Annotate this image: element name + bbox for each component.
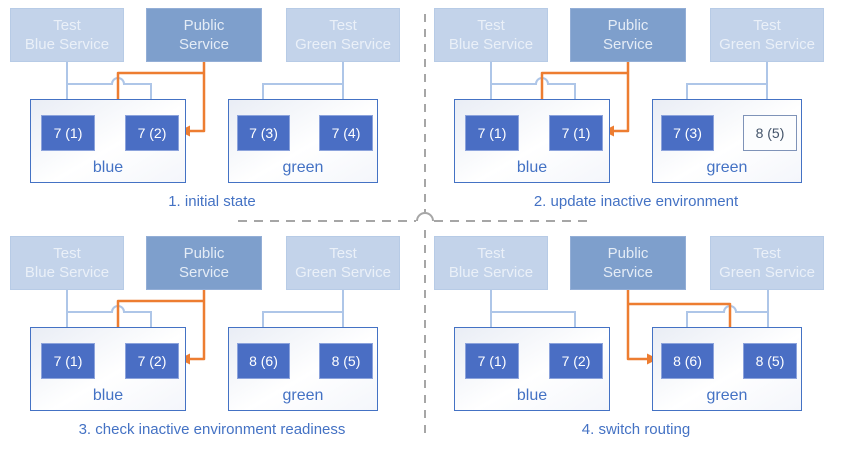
service-label: Service (602, 36, 654, 53)
environment-green: 8 (6) 8 (5) green (228, 327, 378, 411)
service-label: Public (183, 244, 225, 262)
service-box-public: Public Service (146, 8, 262, 62)
panel-switch-routing: Test Blue Service Public Service Test Gr… (424, 228, 848, 456)
service-label: Test (753, 16, 781, 34)
environment-blue: 7 (1) 7 (2) blue (30, 327, 186, 411)
environment-green: 7 (3) 7 (4) green (228, 99, 378, 183)
service-label: Blue Service (24, 36, 110, 53)
service-label: Green Service (719, 36, 815, 53)
revision-node: 7 (1) (549, 115, 603, 151)
service-label: Blue Service (24, 264, 110, 281)
panel-check-inactive-environment-readiness: Test Blue Service Public Service Test Gr… (0, 228, 424, 456)
service-label: Test (477, 16, 505, 34)
service-label: Blue Service (448, 264, 534, 281)
service-box-test-blue: Test Blue Service (10, 8, 124, 62)
service-label: Test (53, 16, 81, 34)
test-route-lines (490, 62, 768, 104)
revision-node: 7 (1) (465, 343, 519, 379)
service-label: Green Service (295, 36, 391, 53)
service-label: Service (178, 264, 230, 281)
service-box-test-blue: Test Blue Service (434, 8, 548, 62)
revision-node: 8 (5) (743, 343, 797, 379)
service-label: Green Service (719, 264, 815, 281)
service-box-test-green: Test Green Service (710, 8, 824, 62)
service-box-test-blue: Test Blue Service (434, 236, 548, 290)
environment-label: green (282, 387, 324, 404)
service-box-public: Public Service (570, 236, 686, 290)
service-box-test-green: Test Green Service (286, 8, 400, 62)
service-box-public: Public Service (570, 8, 686, 62)
panel-update-inactive-environment: Test Blue Service Public Service Test Gr… (424, 0, 848, 228)
revision-node-updating: 8 (5) (743, 115, 797, 151)
panel-caption: 3. check inactive environment readiness (78, 421, 346, 438)
environment-label: green (706, 387, 748, 404)
revision-node: 7 (3) (237, 115, 290, 151)
environment-label: blue (92, 387, 124, 404)
revision-node: 8 (6) (661, 343, 714, 379)
panel-caption: 1. initial state (168, 193, 256, 210)
service-label: Test (329, 16, 357, 34)
service-label: Public (607, 16, 649, 34)
service-label: Public (183, 16, 225, 34)
panel-caption: 4. switch routing (581, 421, 691, 438)
service-label: Test (329, 244, 357, 262)
environment-blue: 7 (1) 7 (2) blue (454, 327, 610, 411)
service-label: Test (753, 244, 781, 262)
revision-node: 7 (1) (41, 343, 95, 379)
panel-initial-state: Test Blue Service Public Service Test Gr… (0, 0, 424, 228)
environment-blue: 7 (1) 7 (1) blue (454, 99, 610, 183)
revision-node: 7 (1) (465, 115, 519, 151)
service-label: Blue Service (448, 36, 534, 53)
service-label: Test (477, 244, 505, 262)
environment-label: green (282, 159, 324, 176)
service-label: Test (53, 244, 81, 262)
test-route-lines (66, 62, 344, 104)
environment-label: green (706, 159, 748, 176)
environment-green: 7 (3) 8 (5) green (652, 99, 802, 183)
service-box-test-green: Test Green Service (286, 236, 400, 290)
service-box-public: Public Service (146, 236, 262, 290)
test-route-lines (66, 290, 344, 332)
service-box-test-blue: Test Blue Service (10, 236, 124, 290)
revision-node: 7 (1) (41, 115, 95, 151)
environment-label: blue (92, 159, 124, 176)
revision-node: 8 (6) (237, 343, 290, 379)
test-route-lines (490, 290, 769, 332)
revision-node: 7 (2) (125, 343, 179, 379)
service-label: Service (178, 36, 230, 53)
environment-blue: 7 (1) 7 (2) blue (30, 99, 186, 183)
revision-node: 8 (5) (319, 343, 373, 379)
revision-node: 7 (2) (549, 343, 603, 379)
revision-node: 7 (2) (125, 115, 179, 151)
revision-node: 7 (3) (661, 115, 714, 151)
service-box-test-green: Test Green Service (710, 236, 824, 290)
environment-green: 8 (6) 8 (5) green (652, 327, 802, 411)
service-label: Service (602, 264, 654, 281)
panel-caption: 2. update inactive environment (533, 193, 739, 210)
environment-label: blue (516, 387, 548, 404)
environment-label: blue (516, 159, 548, 176)
service-label: Green Service (295, 264, 391, 281)
service-label: Public (607, 244, 649, 262)
revision-node: 7 (4) (319, 115, 373, 151)
